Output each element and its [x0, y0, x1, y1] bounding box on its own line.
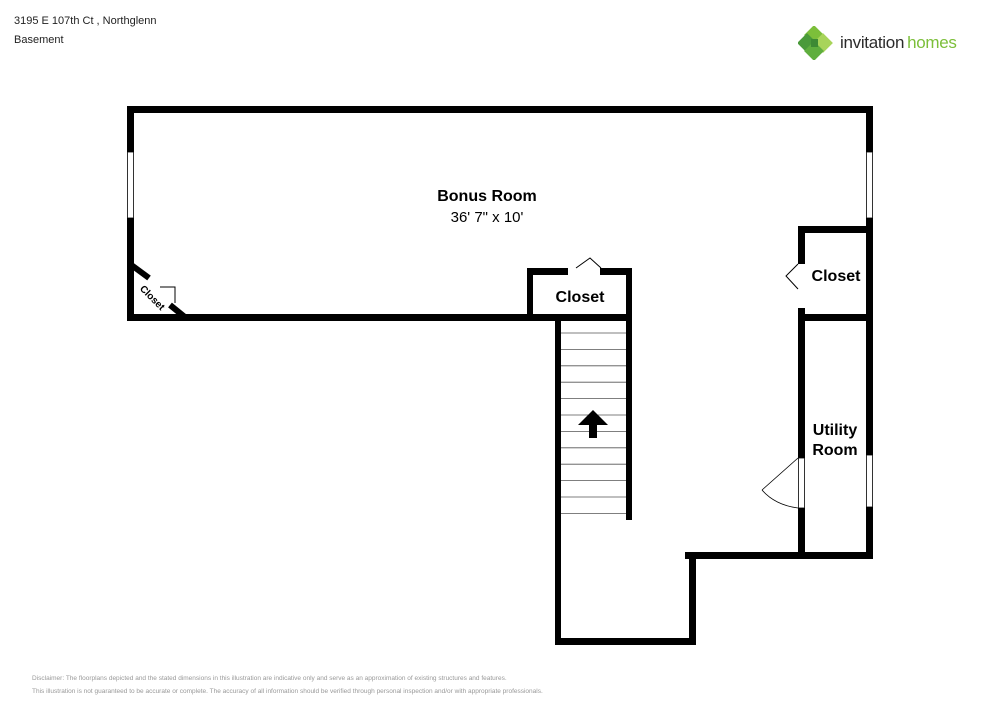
bonus-room-label: Bonus Room — [437, 188, 537, 205]
address: 3195 E 107th Ct , Northglenn — [14, 15, 157, 27]
disclaimer-line-1: Disclaimer: The floorplans depicted and … — [32, 675, 507, 682]
walls — [127, 106, 873, 645]
logo-word-invitation: invitation — [840, 33, 905, 52]
disclaimer-line-2: This illustration is not guaranteed to b… — [32, 688, 543, 695]
closet-right-label: Closet — [812, 268, 862, 285]
logo-word-homes: homes — [907, 33, 957, 52]
closet-left-label: Closet — [137, 284, 167, 314]
windows — [127, 151, 873, 508]
closet-mid-label: Closet — [556, 289, 606, 306]
utility-room-label-line1: Utility — [813, 422, 858, 439]
stairs-up-arrow-icon — [578, 410, 608, 438]
utility-door-icon[interactable] — [761, 457, 805, 509]
floor-level: Basement — [14, 34, 64, 46]
utility-room-label-line2: Room — [812, 442, 857, 459]
left-closet: Closet — [128, 261, 188, 321]
logo-mark-icon — [798, 26, 833, 60]
closet-mid-door-icon[interactable] — [575, 257, 602, 269]
bonus-room-dimensions: 36' 7" x 10' — [451, 209, 524, 226]
closet-right-door-icon[interactable] — [785, 263, 799, 290]
